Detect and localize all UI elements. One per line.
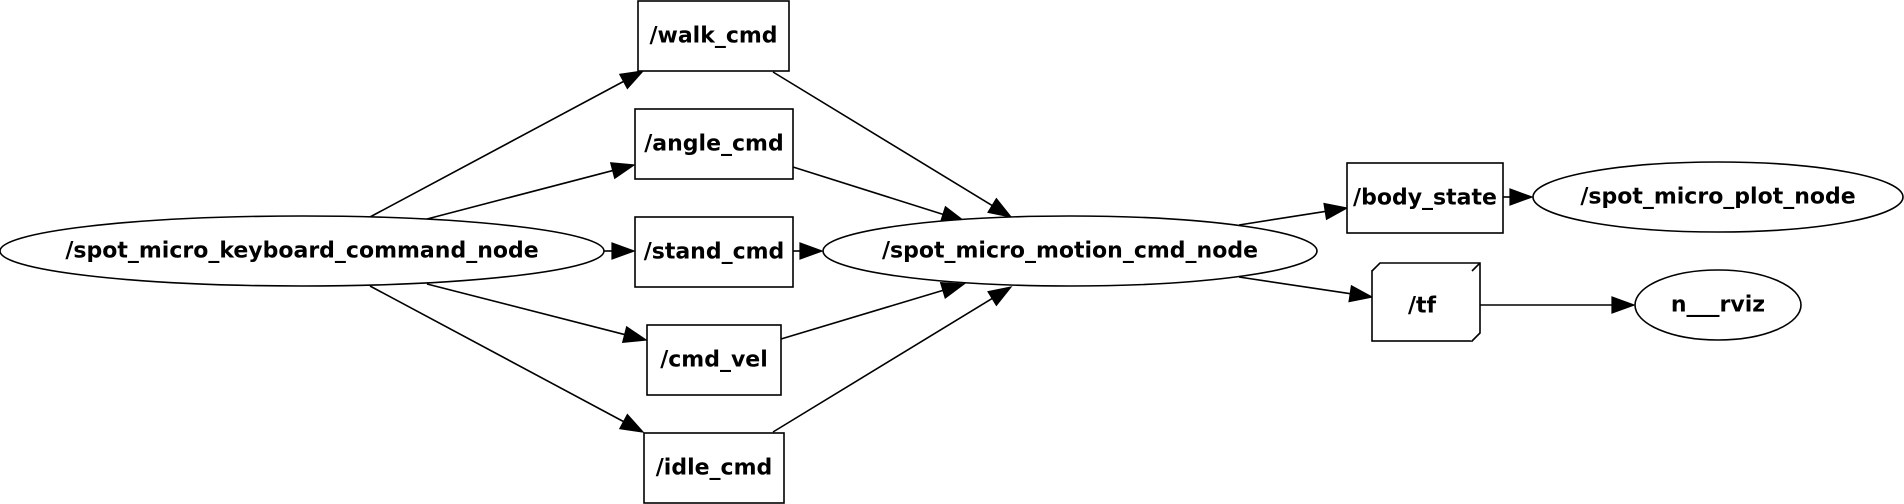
node-label: /tf — [1408, 294, 1437, 319]
edge-keyboard-to-idle — [369, 285, 645, 433]
edge-line — [426, 169, 613, 220]
topic-box — [634, 108, 794, 180]
arrowhead-icon — [609, 162, 636, 180]
edge-line — [1238, 276, 1351, 295]
node-label: /spot_micro_motion_cmd_node — [882, 239, 1258, 264]
arrowhead-icon — [987, 286, 1013, 307]
edge-keyboard-to-walk — [369, 70, 645, 218]
node-label: n___rviz — [1671, 293, 1765, 318]
node-label: /spot_micro_keyboard_command_node — [65, 239, 538, 264]
node-label: /walk_cmd — [649, 24, 777, 49]
arrowhead-icon — [1323, 202, 1349, 221]
arrowhead-icon — [621, 325, 648, 343]
edge-line — [792, 166, 944, 216]
edge-walk-to-motion — [772, 71, 1013, 218]
topic-box — [643, 432, 785, 504]
arrowhead-icon — [799, 242, 824, 260]
ros-topic-cmdvel[interactable]: /cmd_vel — [646, 324, 782, 396]
topic-box — [634, 216, 794, 288]
topic-box — [637, 0, 790, 72]
arrowhead-icon — [618, 413, 645, 433]
ros-topic-angle[interactable]: /angle_cmd — [634, 108, 794, 180]
topic-box — [646, 324, 782, 396]
ros-node-keyboard[interactable]: /spot_micro_keyboard_command_node — [0, 215, 605, 287]
edge-keyboard-to-cmdvel — [426, 283, 648, 343]
edge-motion-to-body — [1238, 202, 1349, 226]
edge-angle-to-motion — [792, 166, 966, 223]
edge-tf-to-rviz — [1480, 296, 1636, 314]
ros-topic-body[interactable]: /body_state — [1346, 162, 1504, 234]
edge-line — [426, 283, 625, 336]
edge-stand-to-motion — [793, 242, 824, 260]
edge-body-to-plot — [1503, 188, 1534, 206]
edge-line — [772, 297, 993, 433]
edge-line — [780, 289, 944, 340]
node-label: /spot_micro_plot_node — [1580, 185, 1855, 210]
ros-node-motion[interactable]: /spot_micro_motion_cmd_node — [822, 215, 1318, 287]
edge-cmdvel-to-motion — [780, 282, 966, 340]
edge-motion-to-tf — [1238, 276, 1374, 303]
edge-line — [1238, 210, 1326, 226]
arrowhead-icon — [1611, 296, 1636, 314]
node-label: /idle_cmd — [656, 456, 773, 481]
box-3d-corner — [1471, 262, 1481, 272]
edge-idle-to-motion — [772, 286, 1013, 433]
node-label: /stand_cmd — [644, 240, 785, 265]
node-label: /body_state — [1353, 186, 1497, 211]
ros-node-plot[interactable]: /spot_micro_plot_node — [1532, 161, 1904, 233]
arrowhead-icon — [618, 70, 645, 90]
edges-layer — [369, 70, 1636, 433]
ros-topic-idle[interactable]: /idle_cmd — [643, 432, 785, 504]
node-ellipse — [1634, 269, 1802, 341]
edge-line — [369, 80, 624, 218]
arrowhead-icon — [939, 282, 966, 299]
arrowhead-icon — [611, 242, 636, 260]
ros-node-rviz[interactable]: n___rviz — [1634, 269, 1802, 341]
node-ellipse — [0, 215, 605, 287]
edge-line — [369, 285, 624, 423]
arrowhead-icon — [1509, 188, 1534, 206]
node-label: /cmd_vel — [660, 348, 768, 373]
arrowhead-icon — [1348, 284, 1374, 303]
edge-keyboard-to-angle — [426, 162, 636, 220]
edge-keyboard-to-stand — [604, 242, 636, 260]
arrowhead-icon — [987, 197, 1013, 218]
ros-topic-walk[interactable]: /walk_cmd — [637, 0, 790, 72]
ros-topic-stand[interactable]: /stand_cmd — [634, 216, 794, 288]
node-label: /angle_cmd — [644, 132, 783, 157]
ros-topic-tf[interactable]: /tf — [1371, 262, 1481, 342]
topic-box — [1346, 162, 1504, 234]
edge-line — [772, 71, 993, 207]
node-ellipse — [822, 215, 1318, 287]
node-ellipse — [1532, 161, 1904, 233]
